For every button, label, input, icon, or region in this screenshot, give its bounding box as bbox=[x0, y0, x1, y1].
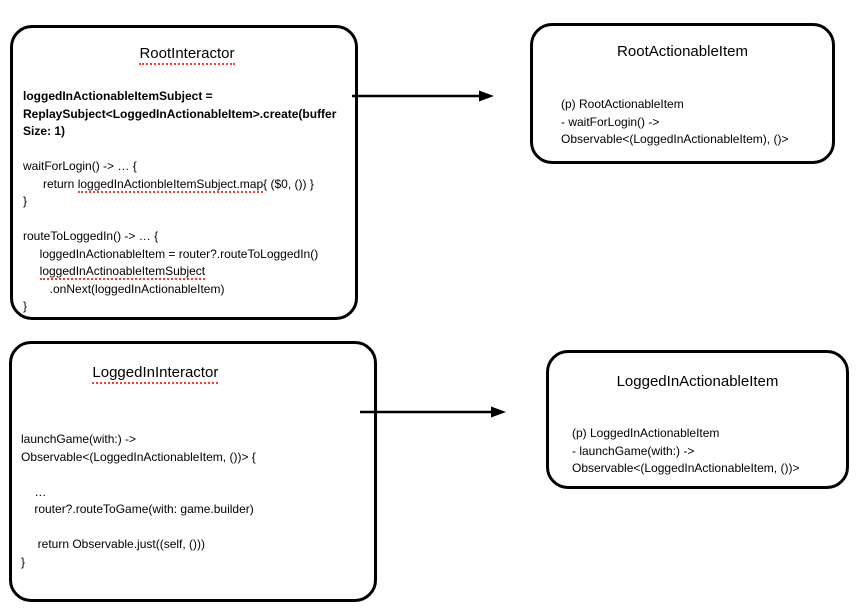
protocol-line: (p) RootActionableItem bbox=[561, 97, 684, 111]
code-line bbox=[23, 211, 351, 229]
method-line: - launchGame(with:) -> bbox=[572, 443, 695, 458]
code-line: return loggedInActionbleItemSubject.map{… bbox=[23, 176, 351, 194]
root-actionable-item-title-text: RootActionableItem bbox=[617, 43, 748, 60]
misspelled-identifier: loggedInActionbleItemSubject.map bbox=[77, 176, 264, 193]
logged-in-interactor-code: launchGame(with:) -> Observable<(LoggedIn… bbox=[21, 431, 370, 571]
code-text: Observable<(LoggedInActionableItem, ())>… bbox=[21, 449, 256, 464]
code-line: launchGame(with:) -> bbox=[21, 431, 370, 449]
code-text: } bbox=[21, 554, 26, 569]
code-line bbox=[21, 466, 370, 484]
logged-in-interactor-box: LoggedInInteractor launchGame(with:) -> O… bbox=[9, 341, 377, 602]
code-text: launchGame(with:) -> bbox=[21, 432, 137, 446]
code-text bbox=[23, 264, 40, 278]
root-interactor-title-text: RootInteractor bbox=[139, 45, 235, 65]
code-text: loggedInActionableItemSubject = bbox=[23, 89, 213, 103]
root-interactor-box: RootInteractor loggedInActionableItemSub… bbox=[10, 25, 358, 320]
code-text: router?.routeToGame(with: game.builder) bbox=[21, 502, 254, 516]
root-actionable-item-title: RootActionableItem bbox=[533, 43, 832, 61]
logged-in-interactor-title-text: LoggedInInteractor bbox=[92, 364, 219, 384]
code-text: } bbox=[23, 194, 28, 208]
return-type-line: Observable<(LoggedInActionableItem, ())> bbox=[572, 461, 800, 475]
code-line: Size: 1) bbox=[23, 123, 351, 141]
protocol-line: (p) LoggedInActionableItem bbox=[572, 426, 720, 440]
misspelled-identifier: loggedInActinoableItemSubject bbox=[39, 264, 206, 280]
code-line: return Observable.just((self, ())) bbox=[21, 536, 370, 554]
code-text: return bbox=[23, 176, 78, 191]
code-line: Observable<(LoggedInActionableItem, ())>… bbox=[21, 449, 370, 467]
code-line: loggedInActionableItemSubject = bbox=[23, 88, 351, 106]
code-text: Size: 1) bbox=[23, 124, 66, 138]
code-line: router?.routeToGame(with: game.builder) bbox=[21, 501, 370, 519]
code-line: … bbox=[21, 484, 370, 502]
code-text: return Observable.just((self, ())) bbox=[21, 537, 206, 551]
code-text: waitForLogin() -> … { bbox=[23, 159, 137, 173]
method-line: - waitForLogin() -> bbox=[561, 114, 660, 129]
logged-in-interactor-title: LoggedInInteractor bbox=[21, 364, 290, 384]
code-text: routeToLoggedIn() -> … { bbox=[23, 229, 159, 243]
logged-in-actionable-item-title-text: LoggedInActionableItem bbox=[616, 373, 779, 390]
code-line: loggedInActionableItem = router?.routeTo… bbox=[23, 246, 351, 264]
root-actionable-item-box: RootActionableItem (p) RootActionableIte… bbox=[530, 23, 835, 164]
code-text: … bbox=[21, 484, 47, 499]
arrow-root-interactor-to-root-actionable-item bbox=[352, 90, 494, 102]
code-line: } bbox=[21, 554, 370, 572]
code-text: loggedInActionableItem = router?.routeTo… bbox=[23, 246, 319, 261]
code-text: } bbox=[23, 299, 28, 313]
code-line: loggedInActinoableItemSubject bbox=[23, 263, 351, 281]
code-line bbox=[23, 141, 351, 159]
code-line bbox=[21, 519, 370, 537]
logged-in-actionable-item-body: (p) LoggedInActionableItem - launchGame(… bbox=[572, 425, 846, 478]
code-line: routeToLoggedIn() -> … { bbox=[23, 228, 351, 246]
arrow-logged-in-interactor-to-logged-in-actionable-item bbox=[360, 406, 506, 418]
logged-in-actionable-item-box: LoggedInActionableItem (p) LoggedInActio… bbox=[546, 350, 849, 489]
root-actionable-item-body: (p) RootActionableItem - waitForLogin() … bbox=[561, 96, 832, 149]
code-line: ReplaySubject<LoggedInActionableItem>.cr… bbox=[23, 106, 351, 124]
code-line: .onNext(loggedInActionableItem) bbox=[23, 281, 351, 299]
root-interactor-code: loggedInActionableItemSubject = ReplaySub… bbox=[23, 88, 351, 316]
logged-in-actionable-item-title: LoggedInActionableItem bbox=[549, 373, 846, 391]
root-interactor-title: RootInteractor bbox=[23, 45, 351, 65]
code-line: } bbox=[23, 298, 351, 316]
code-text: ReplaySubject<LoggedInActionableItem>.cr… bbox=[23, 106, 337, 121]
code-text: { ($0, ()) } bbox=[263, 176, 314, 191]
code-line: waitForLogin() -> … { bbox=[23, 158, 351, 176]
return-type-line: Observable<(LoggedInActionableItem), ()> bbox=[561, 132, 789, 146]
code-line: } bbox=[23, 193, 351, 211]
code-text: .onNext(loggedInActionableItem) bbox=[23, 281, 225, 296]
